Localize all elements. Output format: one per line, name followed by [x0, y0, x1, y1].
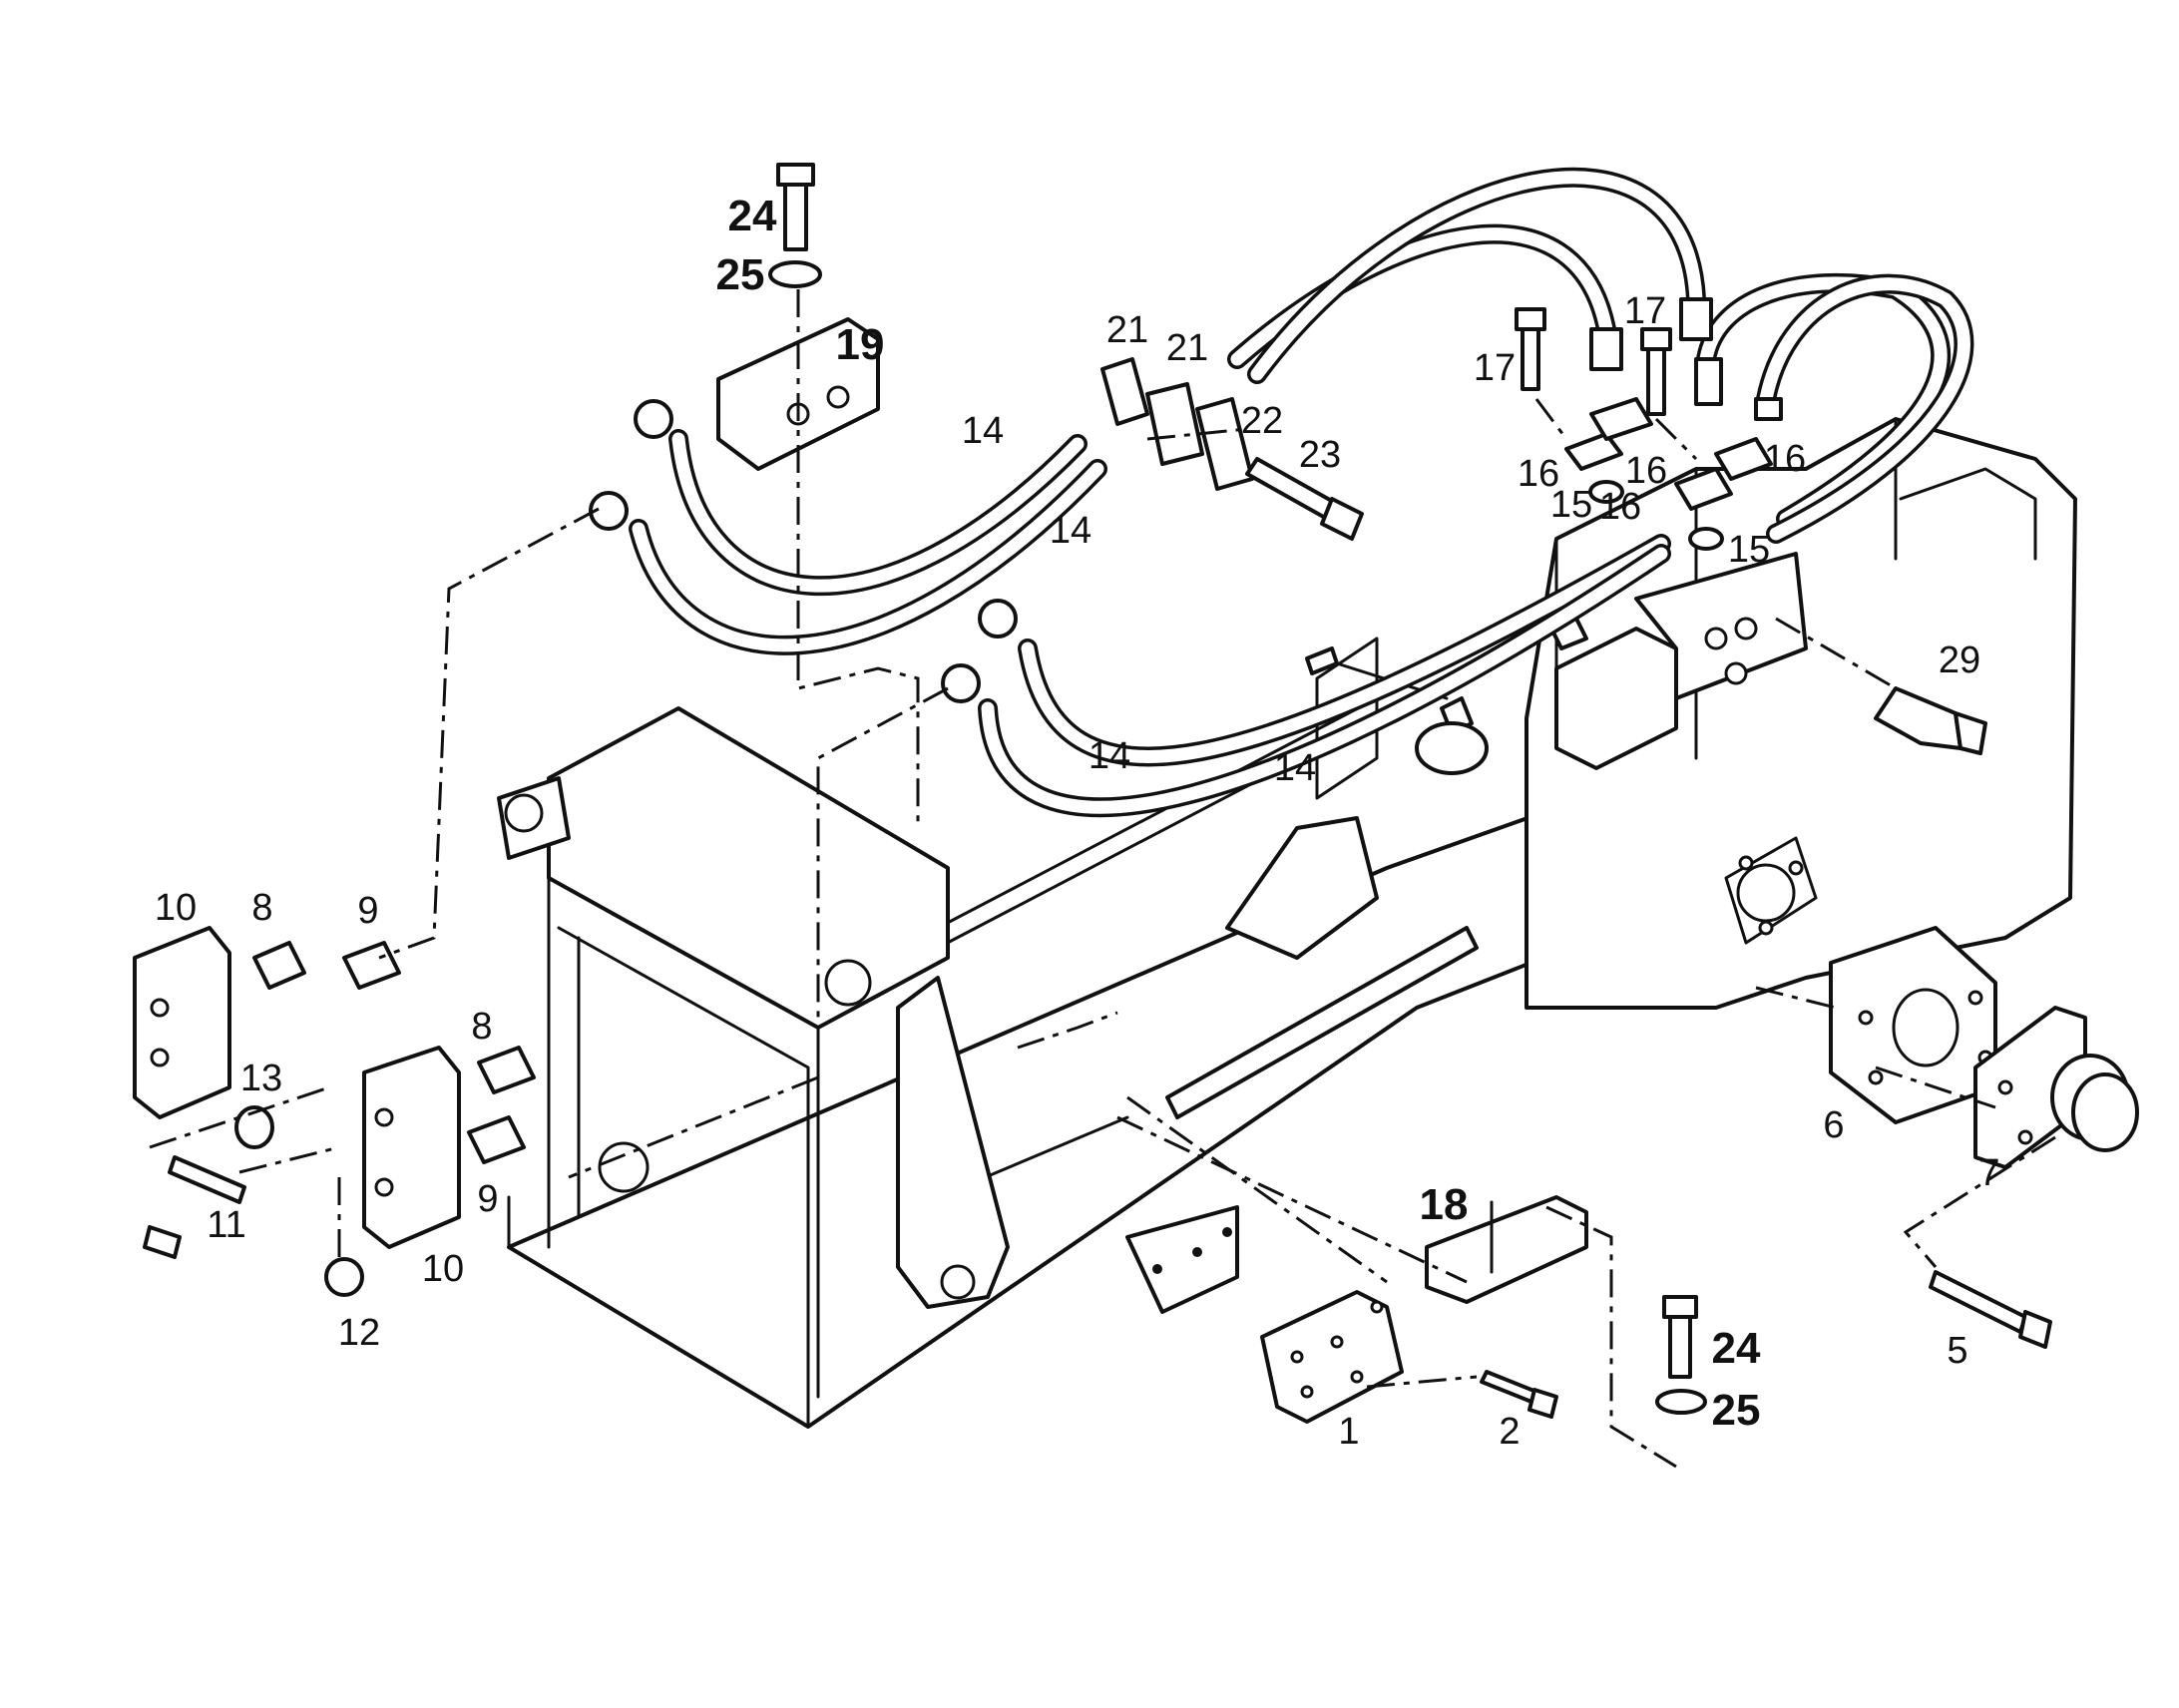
callout-label-c15a: 15 [1550, 484, 1592, 526]
callout-label-c16b: 16 [1625, 450, 1667, 492]
callout-label-c12: 12 [338, 1312, 380, 1354]
callout-label-c9a: 9 [357, 890, 378, 932]
callout-label-c19: 19 [836, 320, 885, 369]
callout-label-c25b: 25 [1712, 1386, 1761, 1435]
callout-label-c24b: 24 [1712, 1324, 1761, 1373]
callout-label-c2: 2 [1499, 1411, 1520, 1453]
callout-label-c29: 29 [1939, 640, 1980, 681]
callout-label-c23: 23 [1299, 434, 1341, 476]
callout-label-c10a: 10 [155, 887, 197, 929]
callout-label-c13: 13 [240, 1058, 282, 1099]
callout-label-c21a: 21 [1106, 309, 1148, 351]
callout-label-c8a: 8 [251, 887, 272, 929]
callout-label-c24a: 24 [728, 192, 777, 240]
callout-label-c21b: 21 [1166, 327, 1208, 369]
callout-label-c22: 22 [1241, 400, 1283, 442]
callout-label-c14b: 14 [1050, 510, 1091, 552]
callout-label-c9b: 9 [477, 1178, 498, 1220]
small-parts [133, 163, 2139, 1424]
callout-label-c17b: 17 [1624, 290, 1666, 332]
callout-label-c16c: 16 [1599, 486, 1641, 528]
callout-label-c1: 1 [1338, 1411, 1359, 1453]
callout-label-c16a: 16 [1518, 453, 1559, 495]
callout-label-c8b: 8 [471, 1006, 492, 1048]
callout-label-c15b: 15 [1728, 529, 1770, 571]
callout-label-c17a: 17 [1474, 347, 1516, 389]
callout-label-c11: 11 [207, 1204, 245, 1246]
hoses [589, 167, 1974, 818]
callout-label-c25a: 25 [716, 250, 765, 299]
leader-lines [149, 289, 2056, 1469]
callout-label-c7: 7 [1978, 1152, 1999, 1194]
main-frame [497, 417, 2077, 1429]
callout-label-c10b: 10 [422, 1248, 464, 1290]
callout-label-c6: 6 [1823, 1104, 1844, 1146]
callout-label-c5: 5 [1947, 1330, 1967, 1372]
callout-label-c14d: 14 [1274, 747, 1316, 789]
callout-label-c16d: 16 [1764, 438, 1806, 480]
callout-label-c14c: 14 [1089, 735, 1130, 777]
callout-label-c14a: 14 [962, 410, 1004, 452]
valve-block [1305, 552, 1808, 775]
callout-label-c18: 18 [1420, 1180, 1469, 1229]
